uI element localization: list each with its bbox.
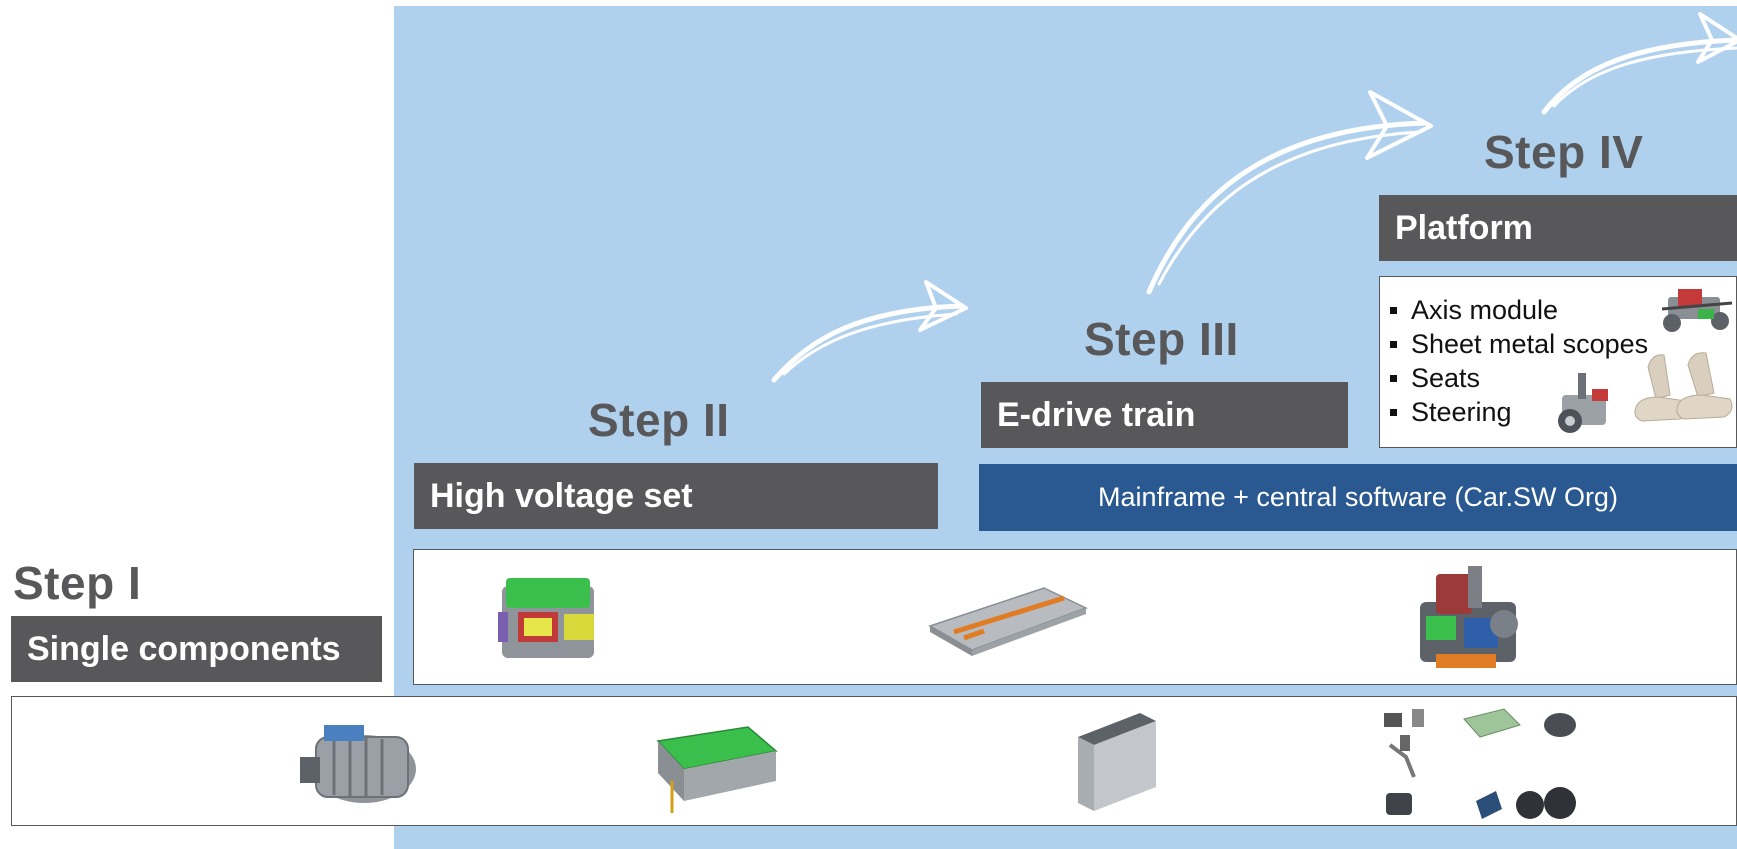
high-voltage-components-box [413,549,1737,685]
axis-module-icon [1661,289,1733,332]
arrow-step3-to-step4-icon [1146,90,1433,295]
platform-item: Steering [1390,395,1648,429]
step-4-title: Step IV [1484,126,1644,178]
step-3-bar: E-drive train [981,382,1348,448]
platform-list: Axis module Sheet metal scopes Seats Ste… [1390,293,1648,429]
single-components-box [11,696,1737,826]
bullet-icon [1390,408,1397,416]
step-3-title: Step III [1084,313,1239,365]
e-drive-unit-icon [1420,566,1518,668]
arrow-step1-to-step2-icon [168,391,389,570]
arrow-step4-next-icon [1541,12,1737,115]
battery-cell-icon [1078,713,1156,811]
step-2-bar: High voltage set [414,463,938,529]
mainframe-bar: Mainframe + central software (Car.SW Org… [979,464,1737,531]
platform-item: Seats [1390,361,1648,395]
platform-box: Axis module Sheet metal scopes Seats Ste… [1379,276,1737,448]
power-electronics-icon [656,726,778,813]
steering-icon [1558,373,1608,433]
seats-icon [1634,352,1733,422]
bullet-icon [1390,340,1397,348]
bullet-icon [1390,306,1397,314]
platform-item: Axis module [1390,293,1648,327]
step-2-title: Step II [588,394,730,446]
arrow-step2-to-step3-icon [771,280,968,383]
bullet-icon [1390,374,1397,382]
step-4-bar: Platform [1379,195,1737,261]
electric-motor-icon [300,725,416,803]
platform-item: Sheet metal scopes [1390,327,1648,361]
small-parts-group-icon [1384,708,1576,819]
inverter-unit-icon [498,578,594,658]
step-1-title: Step I [13,557,142,609]
step-1-bar: Single components [11,616,382,682]
battery-pack-icon [928,587,1088,656]
